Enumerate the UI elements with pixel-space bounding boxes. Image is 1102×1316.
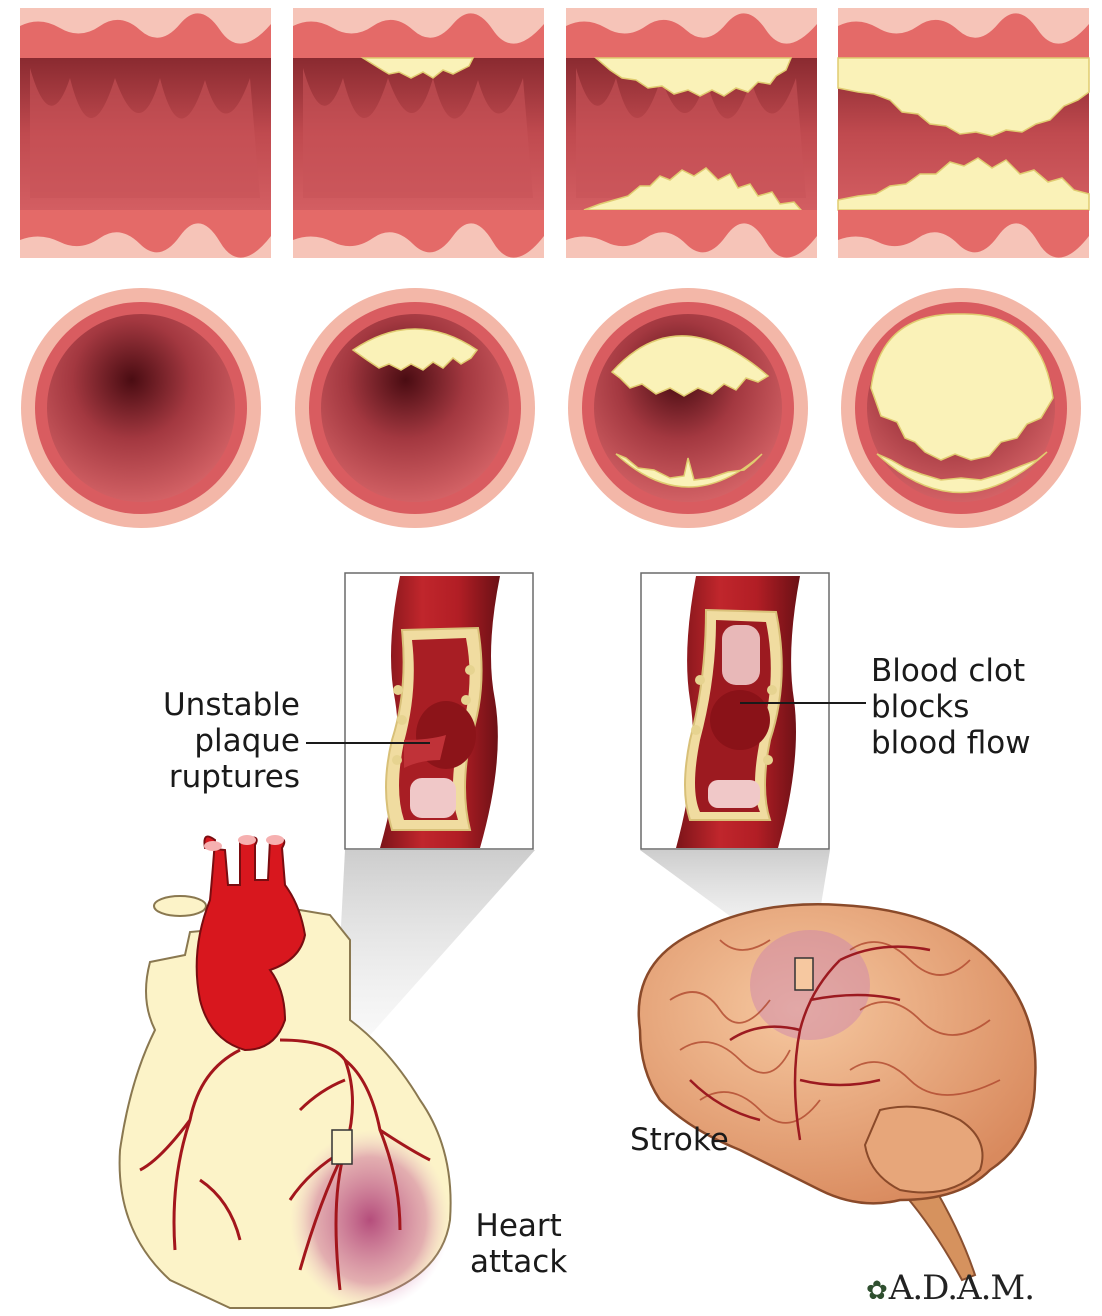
blood-clot-line-3: blood flow	[871, 725, 1031, 761]
adam-logo-text: A.D.A.M.	[889, 1268, 1034, 1308]
blood-clot-line-2: blocks	[871, 689, 1031, 725]
cross-section-2	[295, 288, 535, 528]
cross-sections	[21, 288, 1081, 528]
leaf-icon: ✿	[866, 1276, 887, 1306]
longitudinal-panel-2	[293, 8, 544, 258]
unstable-plaque-line-3: ruptures	[140, 759, 300, 795]
inset-blood-clot	[641, 573, 829, 849]
heart-zoom-beam	[334, 850, 535, 1060]
cross-section-1	[21, 288, 261, 528]
adam-logo: ✿A.D.A.M.	[866, 1270, 1034, 1309]
blood-clot-line-1: Blood clot	[871, 653, 1031, 689]
brain-illustration	[639, 904, 1036, 1280]
heart-attack-line-1: Heart	[470, 1208, 567, 1244]
cross-section-4	[841, 288, 1081, 528]
unstable-plaque-line-2: plaque	[140, 723, 300, 759]
heart-attack-label: Heart attack	[470, 1208, 567, 1280]
longitudinal-panel-3	[566, 8, 817, 258]
longitudinal-panel-4	[838, 8, 1089, 258]
inset-unstable-plaque	[345, 573, 533, 849]
heart-attack-line-2: attack	[470, 1244, 567, 1280]
stroke-label: Stroke	[630, 1122, 729, 1158]
cross-section-3	[568, 288, 808, 528]
unstable-plaque-label: Unstable plaque ruptures	[140, 687, 300, 795]
longitudinal-sections	[20, 8, 1089, 258]
longitudinal-panel-1	[20, 8, 271, 258]
unstable-plaque-line-1: Unstable	[140, 687, 300, 723]
blood-clot-label: Blood clot blocks blood flow	[871, 653, 1031, 761]
